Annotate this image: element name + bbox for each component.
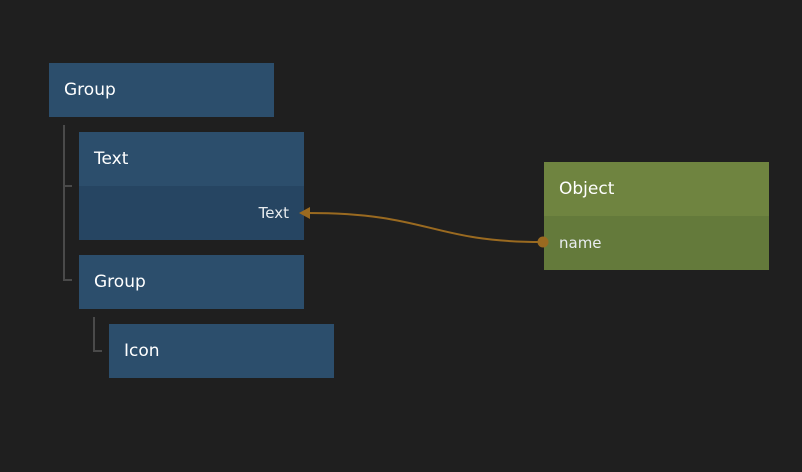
node-title: Icon [109,324,334,378]
hierarchy-branch [63,185,72,187]
text-node[interactable]: Text Text [79,132,304,240]
object-node[interactable]: Object name [544,162,769,270]
group-node[interactable]: Group [79,255,304,309]
connection-port-dot[interactable] [537,236,549,248]
port-label: Text [258,204,289,222]
hierarchy-branch [93,350,102,352]
hierarchy-line [93,317,95,352]
text-input-port[interactable]: Text [79,186,304,240]
group-node[interactable]: Group [49,63,274,117]
node-title: Text [79,132,304,186]
hierarchy-line [63,125,65,281]
icon-node[interactable]: Icon [109,324,334,378]
port-label: name [559,234,602,252]
node-title: Group [79,255,304,309]
connection-arrowhead [299,207,310,219]
name-output-port[interactable]: name [544,216,769,270]
connection-wire[interactable] [307,212,543,243]
hierarchy-branch [63,279,72,281]
node-title: Object [544,162,769,216]
node-title: Group [49,63,274,117]
